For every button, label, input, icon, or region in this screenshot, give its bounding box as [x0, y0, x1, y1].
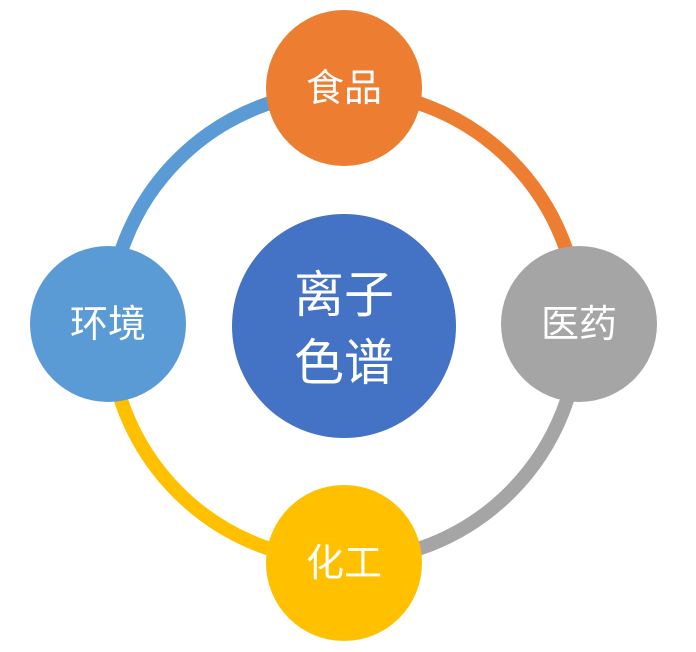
- node-environment-circle: [30, 246, 186, 402]
- node-pharma-circle: [501, 246, 657, 402]
- node-food: 食品: [266, 10, 422, 166]
- center-label-line2: 色谱: [294, 334, 394, 392]
- node-chemical-circle: [266, 485, 422, 641]
- node-food-circle: [266, 10, 422, 166]
- node-pharma: 医药: [501, 246, 657, 402]
- node-environment: 环境: [30, 246, 186, 402]
- node-food-label: 食品: [306, 66, 382, 110]
- node-environment-label: 环境: [70, 302, 146, 346]
- node-chemical: 化工: [266, 485, 422, 641]
- center-label-line1: 离子: [294, 266, 394, 324]
- node-pharma-label: 医药: [541, 302, 617, 346]
- node-chemical-label: 化工: [306, 541, 382, 585]
- center-node: 离子 色谱: [232, 214, 456, 438]
- center-circle: [232, 214, 456, 438]
